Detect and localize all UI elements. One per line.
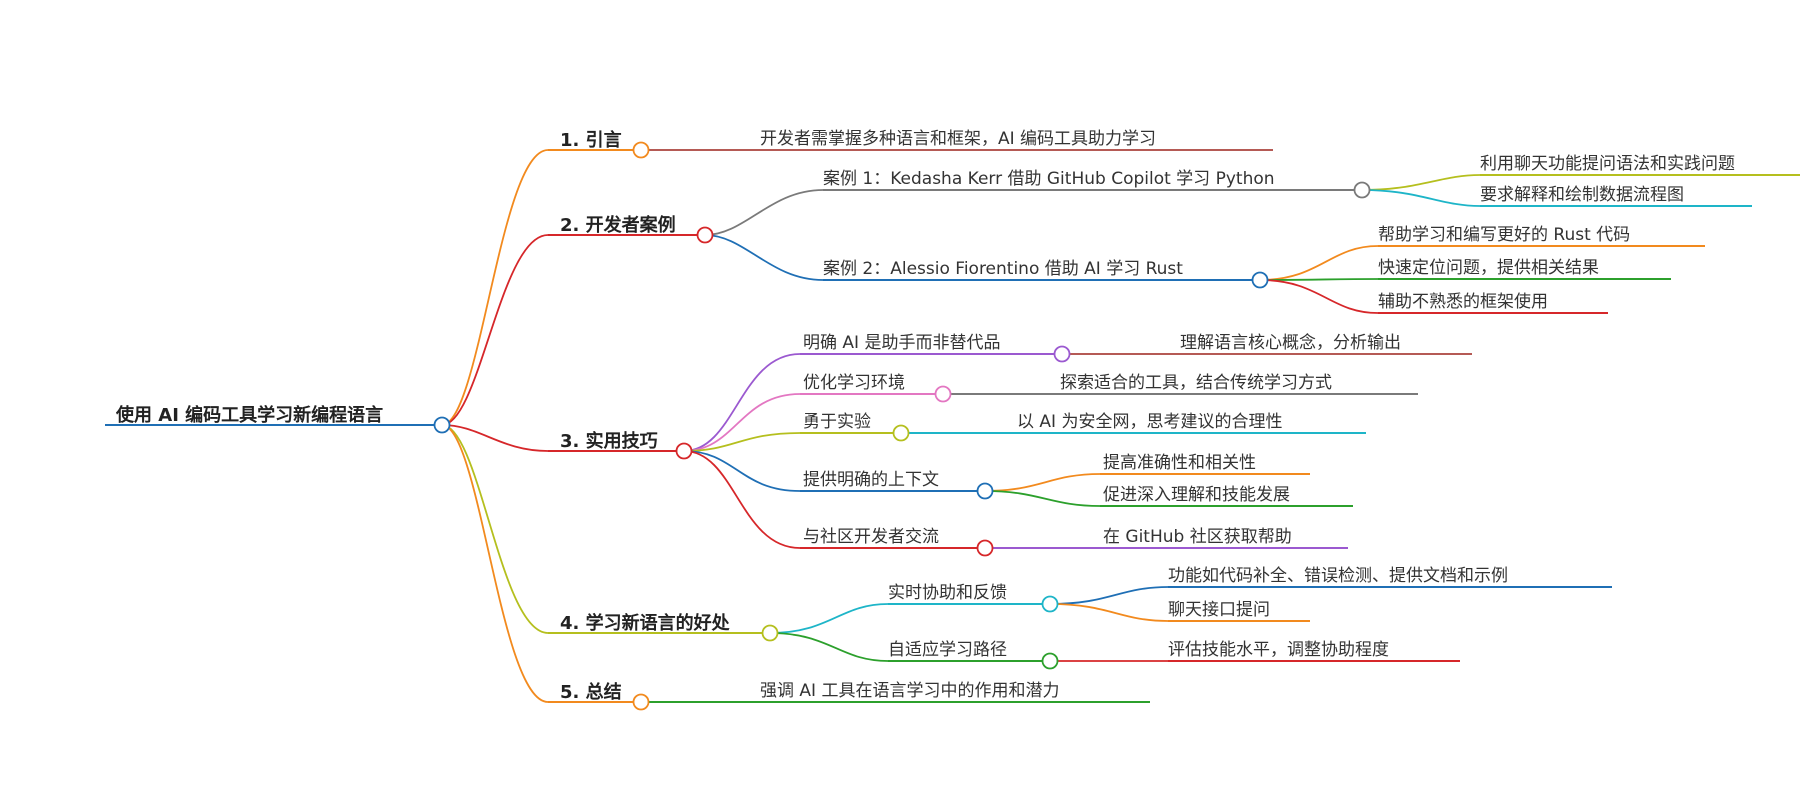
edge-t4-l1 — [984, 473, 1101, 492]
branch-5-label[interactable]: 5. 总结 — [560, 681, 622, 703]
benefit-1-label[interactable]: 实时协助和反馈 — [888, 583, 1007, 603]
case-2-label[interactable]: 案例 2：Alessio Fiorentino 借助 AI 学习 Rust — [823, 259, 1183, 279]
tip-3-label[interactable]: 勇于实验 — [803, 412, 871, 432]
tip-5-leaf[interactable]: 在 GitHub 社区获取帮助 — [1103, 527, 1292, 547]
edge-case1-l2 — [1361, 189, 1481, 207]
edge-n1-l2 — [1049, 603, 1169, 622]
tip-4-leaf-1[interactable]: 提高准确性和相关性 — [1103, 453, 1256, 473]
edge-root-b5 — [441, 424, 549, 703]
case-2-toggle-circle[interactable] — [1251, 271, 1269, 289]
tip-1-toggle-circle[interactable] — [1053, 345, 1071, 363]
root-toggle-circle[interactable] — [433, 416, 451, 434]
benefit-1-leaf-1[interactable]: 功能如代码补全、错误检测、提供文档和示例 — [1168, 566, 1508, 586]
branch-1-toggle-circle[interactable] — [632, 141, 650, 159]
node-toggles — [433, 141, 1371, 711]
branch-5-leaf[interactable]: 强调 AI 工具在语言学习中的作用和潜力 — [760, 681, 1059, 701]
tip-4-toggle-circle[interactable] — [976, 482, 994, 500]
branch-2-label[interactable]: 2. 开发者案例 — [560, 214, 676, 236]
tip-4-label[interactable]: 提供明确的上下文 — [803, 470, 939, 490]
edge-b4-n2 — [769, 632, 889, 662]
edge-b2-case2 — [704, 234, 824, 281]
edge-case2-l2 — [1259, 278, 1379, 281]
tip-2-label[interactable]: 优化学习环境 — [803, 373, 905, 393]
edge-root-b4 — [441, 424, 549, 634]
tip-3-toggle-circle[interactable] — [892, 424, 910, 442]
branch-1-label[interactable]: 1. 引言 — [560, 129, 622, 151]
benefit-1-toggle-circle[interactable] — [1041, 595, 1059, 613]
edge-case2-l1 — [1259, 245, 1379, 281]
edges — [441, 149, 1481, 703]
root-label[interactable]: 使用 AI 编码工具学习新编程语言 — [115, 404, 383, 426]
branch-3-label[interactable]: 3. 实用技巧 — [560, 430, 658, 452]
tip-5-toggle-circle[interactable] — [976, 539, 994, 557]
case-2-leaf-2[interactable]: 快速定位问题，提供相关结果 — [1378, 258, 1599, 278]
edge-case2-l3 — [1259, 279, 1379, 314]
branch-4-label[interactable]: 4. 学习新语言的好处 — [560, 612, 731, 634]
tip-3-leaf[interactable]: 以 AI 为安全网，思考建议的合理性 — [1017, 412, 1282, 432]
case-1-label[interactable]: 案例 1：Kedasha Kerr 借助 GitHub Copilot 学习 P… — [823, 169, 1275, 189]
edge-b3-t5 — [683, 450, 801, 549]
edge-root-b2 — [441, 234, 549, 426]
edge-t4-l2 — [984, 490, 1101, 507]
edge-b4-n1 — [769, 603, 889, 634]
tip-1-label[interactable]: 明确 AI 是助手而非替代品 — [803, 333, 1000, 353]
case-1-leaf-2[interactable]: 要求解释和绘制数据流程图 — [1480, 185, 1684, 205]
edge-b3-t4 — [683, 450, 801, 492]
edge-b3-t2 — [683, 393, 801, 452]
underlines — [105, 149, 1800, 703]
case-1-toggle-circle[interactable] — [1353, 181, 1371, 199]
case-1-leaf-1[interactable]: 利用聊天功能提问语法和实践问题 — [1480, 154, 1735, 174]
tip-5-label[interactable]: 与社区开发者交流 — [803, 527, 939, 547]
tip-1-leaf[interactable]: 理解语言核心概念，分析输出 — [1180, 332, 1401, 353]
branch-1-leaf[interactable]: 开发者需掌握多种语言和框架，AI 编码工具助力学习 — [760, 129, 1156, 149]
edge-n1-l1 — [1049, 586, 1169, 605]
branch-5-toggle-circle[interactable] — [632, 693, 650, 711]
benefit-2-label[interactable]: 自适应学习路径 — [888, 640, 1007, 660]
edge-b3-t1 — [683, 353, 801, 452]
branch-4-toggle-circle[interactable] — [761, 624, 779, 642]
edge-root-b1 — [441, 149, 549, 426]
case-2-leaf-1[interactable]: 帮助学习和编写更好的 Rust 代码 — [1378, 225, 1630, 245]
branch-2-toggle-circle[interactable] — [696, 226, 714, 244]
tip-2-toggle-circle[interactable] — [934, 385, 952, 403]
branch-3-toggle-circle[interactable] — [675, 442, 693, 460]
labels: 使用 AI 编码工具学习新编程语言 1. 引言 开发者需掌握多种语言和框架，AI… — [115, 129, 1735, 703]
edge-case1-l1 — [1361, 174, 1481, 191]
benefit-2-toggle-circle[interactable] — [1041, 652, 1059, 670]
benefit-1-leaf-2[interactable]: 聊天接口提问 — [1168, 600, 1270, 620]
tip-2-leaf[interactable]: 探索适合的工具，结合传统学习方式 — [1060, 373, 1332, 393]
tip-4-leaf-2[interactable]: 促进深入理解和技能发展 — [1103, 485, 1290, 505]
benefit-2-leaf[interactable]: 评估技能水平，调整协助程度 — [1168, 640, 1389, 660]
edge-b2-case1 — [704, 189, 824, 236]
edge-root-b3 — [441, 424, 549, 452]
edge-b3-t3 — [683, 432, 801, 452]
case-2-leaf-3[interactable]: 辅助不熟悉的框架使用 — [1378, 291, 1548, 312]
